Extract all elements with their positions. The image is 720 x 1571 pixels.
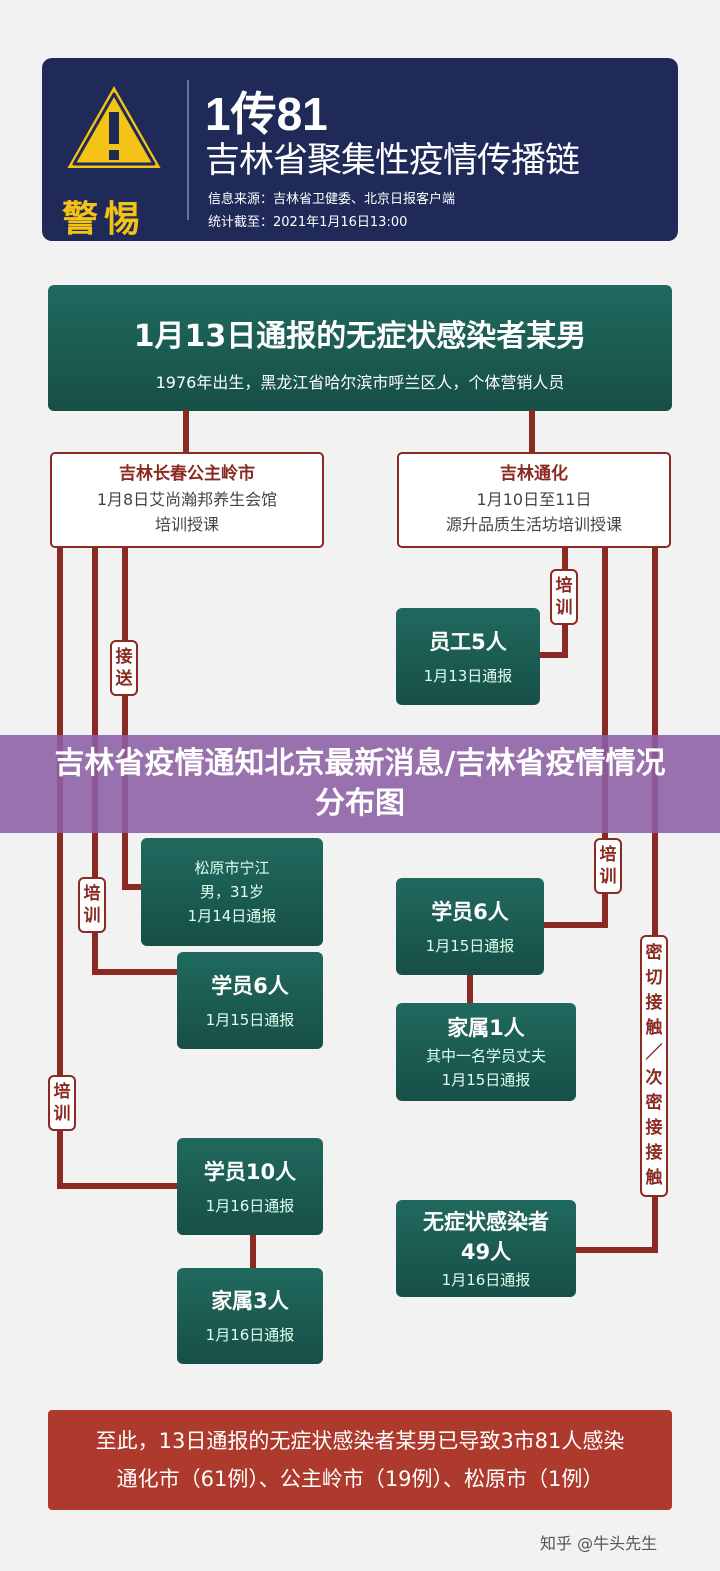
- site-detail: 培训授课: [154, 515, 219, 534]
- summary-box: 至此，13日通报的无症状感染者某男已导致3市81人感染 通化市（61例）、公主岭…: [48, 1410, 672, 1510]
- node-family-1: 家属1人其中一名学员丈夫 1月15日通报: [396, 1003, 576, 1101]
- tag-peixun: 培训: [48, 1075, 76, 1131]
- origin-title: 1月13日通报的无症状感染者某男: [133, 319, 587, 354]
- node-title: 学员10人: [203, 1159, 297, 1184]
- summary-line: 至此，13日通报的无症状感染者某男已导致3市81人感染: [95, 1429, 625, 1453]
- node-date: 1月14日通报: [187, 907, 277, 925]
- tag-peixun: 培训: [550, 569, 578, 625]
- tag-peixun: 培训: [594, 838, 622, 894]
- node-student-6-right: 学员6人 1月15日通报: [396, 878, 544, 975]
- node-title: 学员6人: [211, 973, 289, 998]
- connector: [122, 547, 128, 890]
- node-detail: 松原市宁江: [194, 859, 270, 877]
- connector: [574, 1247, 658, 1253]
- node-count: 49人: [460, 1239, 512, 1264]
- cutoff-text: 统计截至：2021年1月16日13:00: [208, 215, 408, 230]
- node-date: 1月13日通报: [423, 666, 513, 685]
- node-date: 1月15日通报: [205, 1010, 295, 1029]
- node-date: 1月16日通报: [205, 1196, 295, 1215]
- connector: [122, 884, 143, 890]
- origin-subtitle: 1976年出生，黑龙江省哈尔滨市呼兰区人，个体营销人员: [155, 373, 565, 392]
- node-songyuan: 松原市宁江男，31岁 1月14日通报: [141, 838, 323, 946]
- headline-number: 1传81: [205, 88, 328, 140]
- node-date: 1月16日通报: [205, 1326, 295, 1344]
- node-date: 1月15日通报: [425, 936, 515, 955]
- connector: [467, 974, 473, 1005]
- node-title: 家属1人: [447, 1016, 525, 1040]
- node-title: 家属3人: [211, 1289, 289, 1313]
- node-title: 员工5人: [429, 629, 507, 654]
- node-detail: 男，31岁: [199, 883, 265, 901]
- site-box-gongzhuling: 吉林长春公主岭市 1月8日艾尚瀚邦养生会馆 培训授课: [50, 452, 324, 548]
- site-detail: 1月8日艾尚瀚邦养生会馆: [96, 490, 278, 509]
- node-staff-5: 员工5人 1月13日通报: [396, 608, 540, 705]
- node-date: 1月16日通报: [441, 1270, 531, 1289]
- divider: [187, 80, 189, 220]
- site-name: 吉林长春公主岭市: [119, 464, 255, 484]
- watermark: 知乎 @牛头先生: [540, 1534, 658, 1553]
- warning-label: 警惕: [62, 199, 147, 240]
- node-student-10: 学员10人 1月16日通报: [177, 1138, 323, 1235]
- node-title: 无症状感染者: [423, 1209, 549, 1234]
- warning-triangle-icon: [62, 80, 166, 172]
- headline-title: 吉林省聚集性疫情传播链: [205, 141, 580, 181]
- site-detail: 1月10日至11日: [476, 490, 592, 509]
- summary-line: 通化市（61例）、公主岭市（19例）、松原市（1例）: [116, 1467, 604, 1491]
- node-detail: 其中一名学员丈夫: [425, 1047, 546, 1065]
- banner-text: 吉林省疫情通知北京最新消息/吉林省疫情情况分布图: [54, 746, 666, 821]
- connector: [250, 1234, 256, 1270]
- site-box-tonghua: 吉林通化 1月10日至11日 源升品质生活坊培训授课: [397, 452, 671, 548]
- source-text: 信息来源：吉林省卫健委、北京日报客户端: [208, 192, 456, 207]
- tag-peixun: 培训: [78, 877, 106, 933]
- node-student-6-left: 学员6人 1月15日通报: [177, 952, 323, 1049]
- connector: [92, 969, 179, 975]
- tag-jiesong: 接送: [110, 640, 138, 696]
- node-asymptomatic-49: 无症状感染者 49人 1月16日通报: [396, 1200, 576, 1297]
- connector: [538, 652, 568, 658]
- tag-close-contact: 密切接触／次密接接触: [640, 935, 668, 1197]
- node-title: 学员6人: [431, 899, 509, 924]
- title-overlay-banner: 吉林省疫情通知北京最新消息/吉林省疫情情况分布图: [0, 735, 720, 833]
- connector: [183, 410, 189, 453]
- connector: [57, 547, 63, 1189]
- connector: [542, 922, 608, 928]
- connector: [57, 1183, 179, 1189]
- site-name: 吉林通化: [500, 464, 568, 484]
- connector: [529, 410, 535, 453]
- node-date: 1月15日通报: [441, 1071, 531, 1089]
- connector: [652, 547, 658, 1253]
- node-family-3: 家属3人 1月16日通报: [177, 1268, 323, 1364]
- origin-case-box: 1月13日通报的无症状感染者某男 1976年出生，黑龙江省哈尔滨市呼兰区人，个体…: [48, 285, 672, 411]
- site-detail: 源升品质生活坊培训授课: [445, 515, 622, 534]
